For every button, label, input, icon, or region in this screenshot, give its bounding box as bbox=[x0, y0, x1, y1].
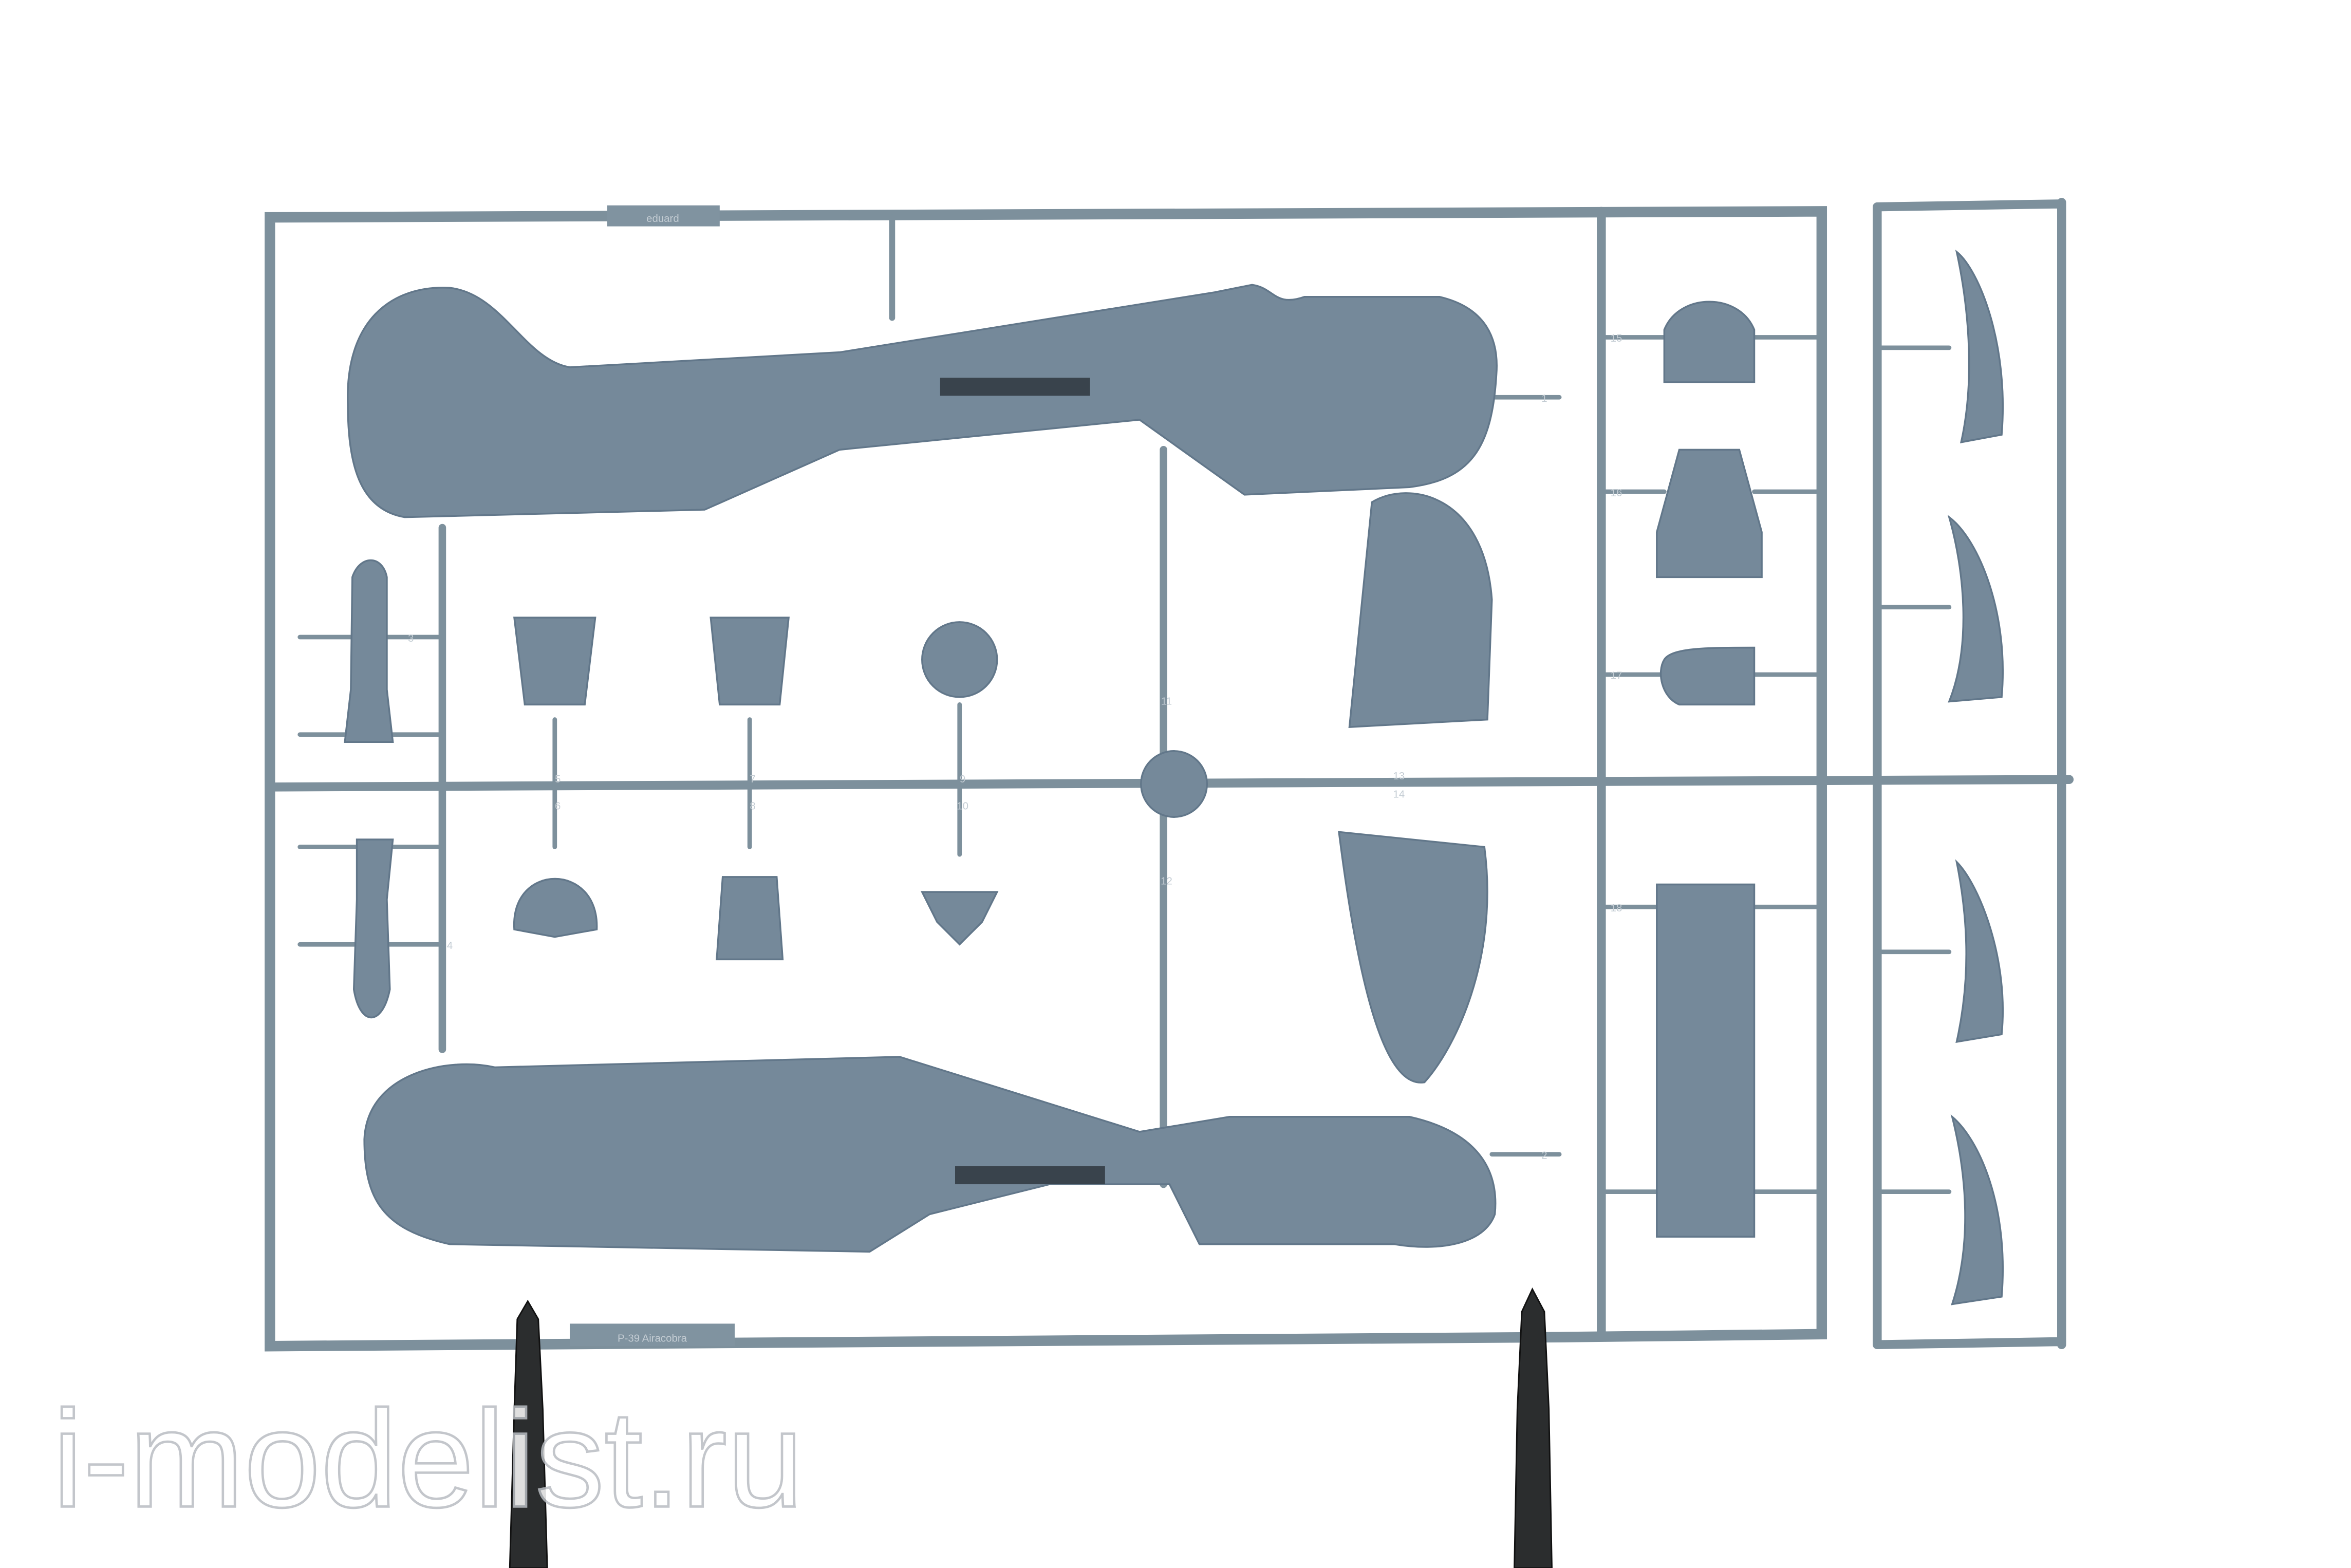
kit-tag bbox=[569, 1323, 735, 1347]
svg-text:14: 14 bbox=[1393, 789, 1405, 800]
svg-text:9: 9 bbox=[960, 774, 965, 785]
armor-part bbox=[1656, 449, 1763, 578]
cowling-part bbox=[513, 878, 598, 938]
bomb-part bbox=[344, 559, 394, 743]
door-part bbox=[1950, 1114, 2004, 1305]
svg-text:7: 7 bbox=[750, 774, 755, 785]
cowling-part bbox=[513, 617, 596, 706]
stabilizer-part bbox=[1348, 492, 1493, 728]
svg-text:16: 16 bbox=[1611, 488, 1622, 499]
kit-tag-text: P-39 Airacobra bbox=[618, 1333, 687, 1344]
svg-text:10: 10 bbox=[957, 801, 968, 812]
svg-text:15: 15 bbox=[1611, 333, 1622, 344]
svg-text:3: 3 bbox=[408, 633, 414, 644]
door-part bbox=[1947, 515, 2004, 703]
svg-text:4: 4 bbox=[447, 940, 453, 951]
door-part bbox=[1955, 859, 2004, 1043]
svg-text:11: 11 bbox=[1161, 696, 1172, 707]
floor-part bbox=[920, 891, 999, 946]
propeller-hub-part bbox=[1140, 750, 1208, 818]
svg-text:13: 13 bbox=[1393, 771, 1405, 782]
watermark: i-modelist.ru bbox=[52, 1382, 804, 1536]
fuselage-window bbox=[940, 378, 1090, 396]
svg-text:8: 8 bbox=[750, 801, 755, 812]
svg-text:2: 2 bbox=[1541, 1150, 1547, 1161]
bomb-part bbox=[352, 838, 394, 1019]
stabilizer-part bbox=[1338, 831, 1488, 1084]
cowling-part bbox=[716, 876, 784, 961]
fuselage-window bbox=[955, 1166, 1105, 1185]
svg-text:1: 1 bbox=[1541, 393, 1547, 404]
svg-text:18: 18 bbox=[1611, 903, 1622, 914]
seat-part bbox=[1663, 301, 1756, 383]
headrest-part bbox=[1659, 646, 1756, 706]
svg-text:17: 17 bbox=[1611, 670, 1622, 682]
stand-clamp-right bbox=[1514, 1287, 1553, 1568]
svg-text:12: 12 bbox=[1161, 875, 1172, 887]
stand-clamp-left bbox=[509, 1299, 548, 1568]
fuselage-right-half bbox=[363, 1056, 1497, 1253]
svg-text:6: 6 bbox=[555, 801, 561, 812]
instrument-panel-part bbox=[921, 621, 998, 698]
svg-text:5: 5 bbox=[555, 774, 561, 785]
cowling-part bbox=[710, 617, 790, 706]
brand-tag bbox=[607, 205, 720, 227]
floor-panel-part bbox=[1656, 883, 1756, 1238]
fuselage-left-half bbox=[347, 284, 1498, 518]
brand-tag-text: eduard bbox=[646, 213, 679, 225]
part-numbers: 1 2 3 4 5 6 7 8 9 10 11 12 13 14 15 16 1… bbox=[408, 333, 1622, 1161]
door-part bbox=[1955, 249, 2004, 443]
